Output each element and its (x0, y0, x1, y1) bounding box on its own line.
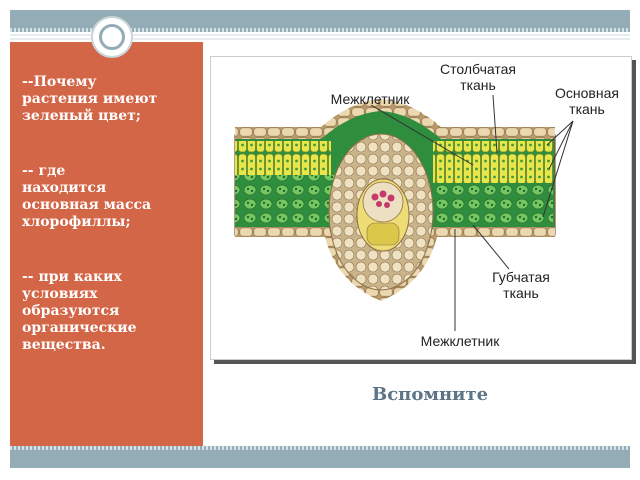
top-stripe-band (10, 32, 630, 42)
leaf-diagram (234, 94, 574, 331)
label-intercellular-space-bottom: Межклетник (420, 333, 500, 349)
leaf-cross-section-figure: Столбчатая ткань Межклетник Основная тка… (210, 56, 632, 360)
slide-circle-ornament (91, 16, 133, 58)
label-palisade-tissue: Столбчатая ткань (440, 61, 516, 93)
question-list: --Почему растения имеют зеленый цвет; --… (22, 74, 198, 392)
caption-remember: Вспомните (372, 384, 489, 405)
spongy-layer-left (235, 175, 335, 227)
label-ground-tissue: Основная ткань (555, 85, 619, 117)
label-intercellular-space-top: Межклетник (330, 91, 410, 107)
left-question-panel (10, 42, 203, 446)
xylem (362, 181, 404, 223)
xylem-vessel (384, 202, 390, 208)
spongy-layer-right (429, 183, 553, 229)
question-3: -- при каких условиях образуются органич… (22, 269, 137, 353)
xylem-vessel (387, 194, 395, 202)
bottom-decor-band (10, 446, 630, 468)
question-2: -- где находится основная масса хлорофил… (22, 163, 152, 230)
palisade-layer-right (433, 141, 553, 183)
top-decor-band (10, 10, 630, 32)
phloem (366, 222, 400, 246)
xylem-vessel (371, 193, 379, 201)
xylem-vessel (376, 201, 382, 207)
palisade-layer-left (235, 141, 331, 175)
xylem-vessel (379, 190, 387, 198)
label-spongy-tissue: Губчатая ткань (492, 269, 550, 301)
upper-epidermis (235, 99, 555, 139)
pointer-lines (370, 94, 574, 331)
question-1: --Почему растения имеют зеленый цвет; (22, 74, 158, 124)
